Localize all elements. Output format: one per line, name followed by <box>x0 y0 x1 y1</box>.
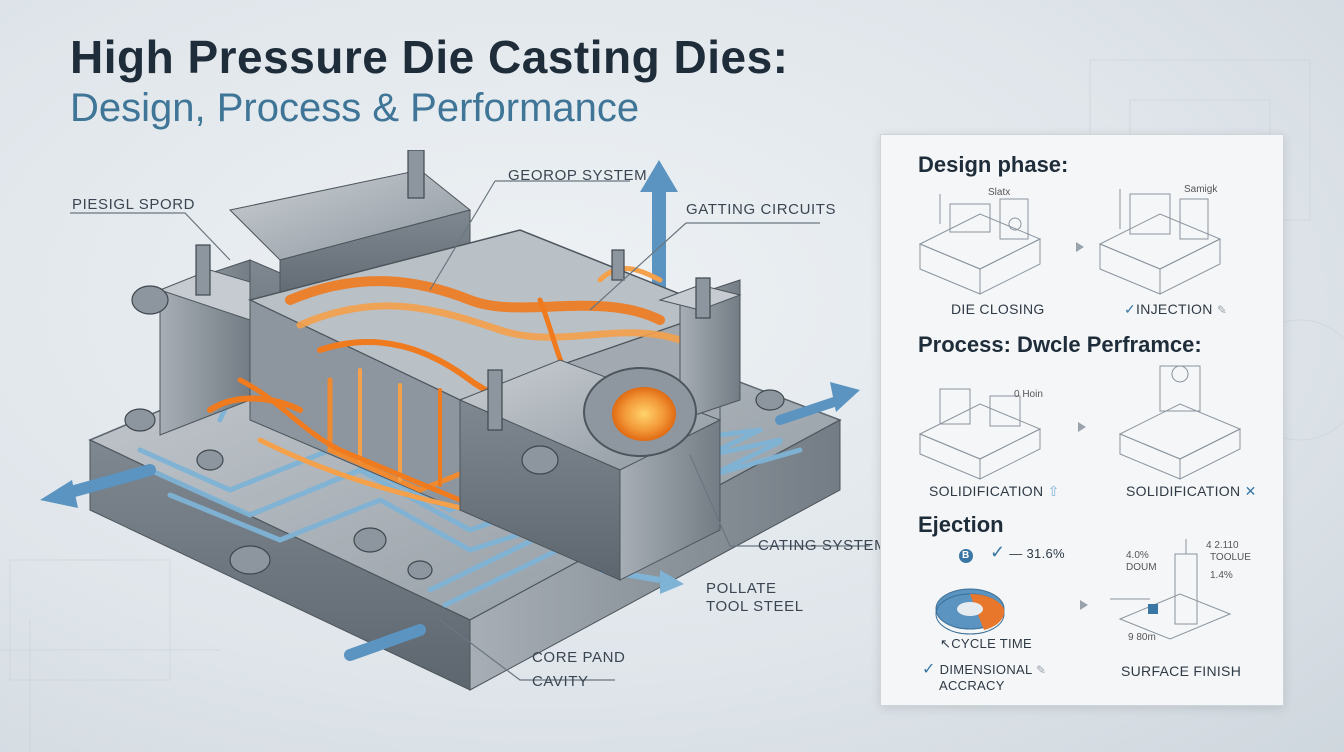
solidification-label-1-text: SOLIDIFICATION <box>929 483 1044 499</box>
dimensional-label-1: DIMENSIONAL <box>939 662 1033 677</box>
check-icon: ✓ <box>922 661 936 678</box>
sketch-solidification-2 <box>1118 365 1242 480</box>
callout-piesigl-spord: PIESIGL SPORD <box>72 196 196 213</box>
sketch-solidification-1 <box>918 388 1042 480</box>
panel-sketches <box>918 189 1242 640</box>
check-icon: ✓ <box>990 542 1006 562</box>
solidification-label-2: SOLIDIFICATION ✕ <box>1126 483 1257 500</box>
ejection-percent-value: 31.6% <box>1026 546 1065 561</box>
leader-lines <box>70 180 870 681</box>
cycle-time-donut <box>935 549 1005 635</box>
edit-icon: ✎ <box>1035 663 1047 677</box>
callout-core-pand: CORE PAND <box>532 649 626 666</box>
guide-pins <box>124 150 785 580</box>
sketch-injection <box>1098 189 1222 295</box>
edit-icon: ✎ <box>1216 303 1228 317</box>
ejection-badge: B <box>962 550 970 561</box>
ejection-percent: ✓ — 31.6% <box>990 542 1065 562</box>
cycle-time-label-text: CYCLE TIME <box>951 636 1032 651</box>
dimensional-accuracy-label: ✓ DIMENSIONAL ✎ ACCRACY <box>922 661 1047 694</box>
surface-finish-label: SURFACE FINISH <box>1121 663 1242 679</box>
ejector-annot-5: 1.4% <box>1210 570 1233 581</box>
page-subtitle: Design, Process & Performance <box>70 86 640 130</box>
page-title: High Pressure Die Casting Dies: <box>70 31 789 83</box>
callout-cating-system: CATING SYSTEM <box>758 537 888 554</box>
sketch-die-closing <box>918 194 1042 295</box>
die-closing-label: DIE CLOSING <box>951 301 1045 317</box>
injection-label-text: INJECTION <box>1136 301 1213 317</box>
ejection-heading: Ejection <box>918 512 1004 537</box>
design-sketch2-tag: Samigk <box>1184 184 1218 195</box>
callout-gatting-circuits: GATTING CIRCUITS <box>686 201 837 218</box>
ejector-annot-3: 4.0% <box>1126 550 1149 561</box>
ejector-annot-6: 9 80m <box>1128 632 1156 643</box>
design-phase-heading: Design phase: <box>918 152 1069 177</box>
ejector-annot-4: DOUM <box>1126 562 1157 573</box>
injection-label: ✓INJECTION ✎ <box>1124 301 1227 318</box>
ejector-annot-1: 4 2.110 <box>1206 540 1239 551</box>
check-icon: ✓ <box>1124 301 1137 317</box>
process-phase-heading: Process: Dwcle Perframce: <box>918 332 1202 357</box>
callout-cavity: CAVITY <box>532 673 589 690</box>
design-sketch1-tag: Slatx <box>988 187 1011 198</box>
process-sketch1-tag: 0 Hoin <box>1014 389 1043 400</box>
close-icon: ✕ <box>1244 483 1257 499</box>
solidification-label-2-text: SOLIDIFICATION <box>1126 483 1241 499</box>
callout-pollate: POLLATE <box>706 580 777 597</box>
cycle-time-label: ↖CYCLE TIME <box>940 636 1032 652</box>
callout-georop-system: GEOROP SYSTEM <box>508 167 648 184</box>
upload-icon: ⇧ <box>1047 483 1060 499</box>
die-illustration <box>40 150 870 691</box>
ejector-annot-2: TOOLUE <box>1210 552 1251 563</box>
solidification-label-1: SOLIDIFICATION ⇧ <box>929 483 1060 500</box>
dimensional-label-2: ACCRACY <box>939 678 1005 693</box>
sprue-bore <box>583 367 697 457</box>
arrow-icon: ↖ <box>940 636 952 651</box>
callout-tool-steel: TOOL STEEL <box>706 598 804 615</box>
sketch-surface-finish <box>1110 539 1232 640</box>
